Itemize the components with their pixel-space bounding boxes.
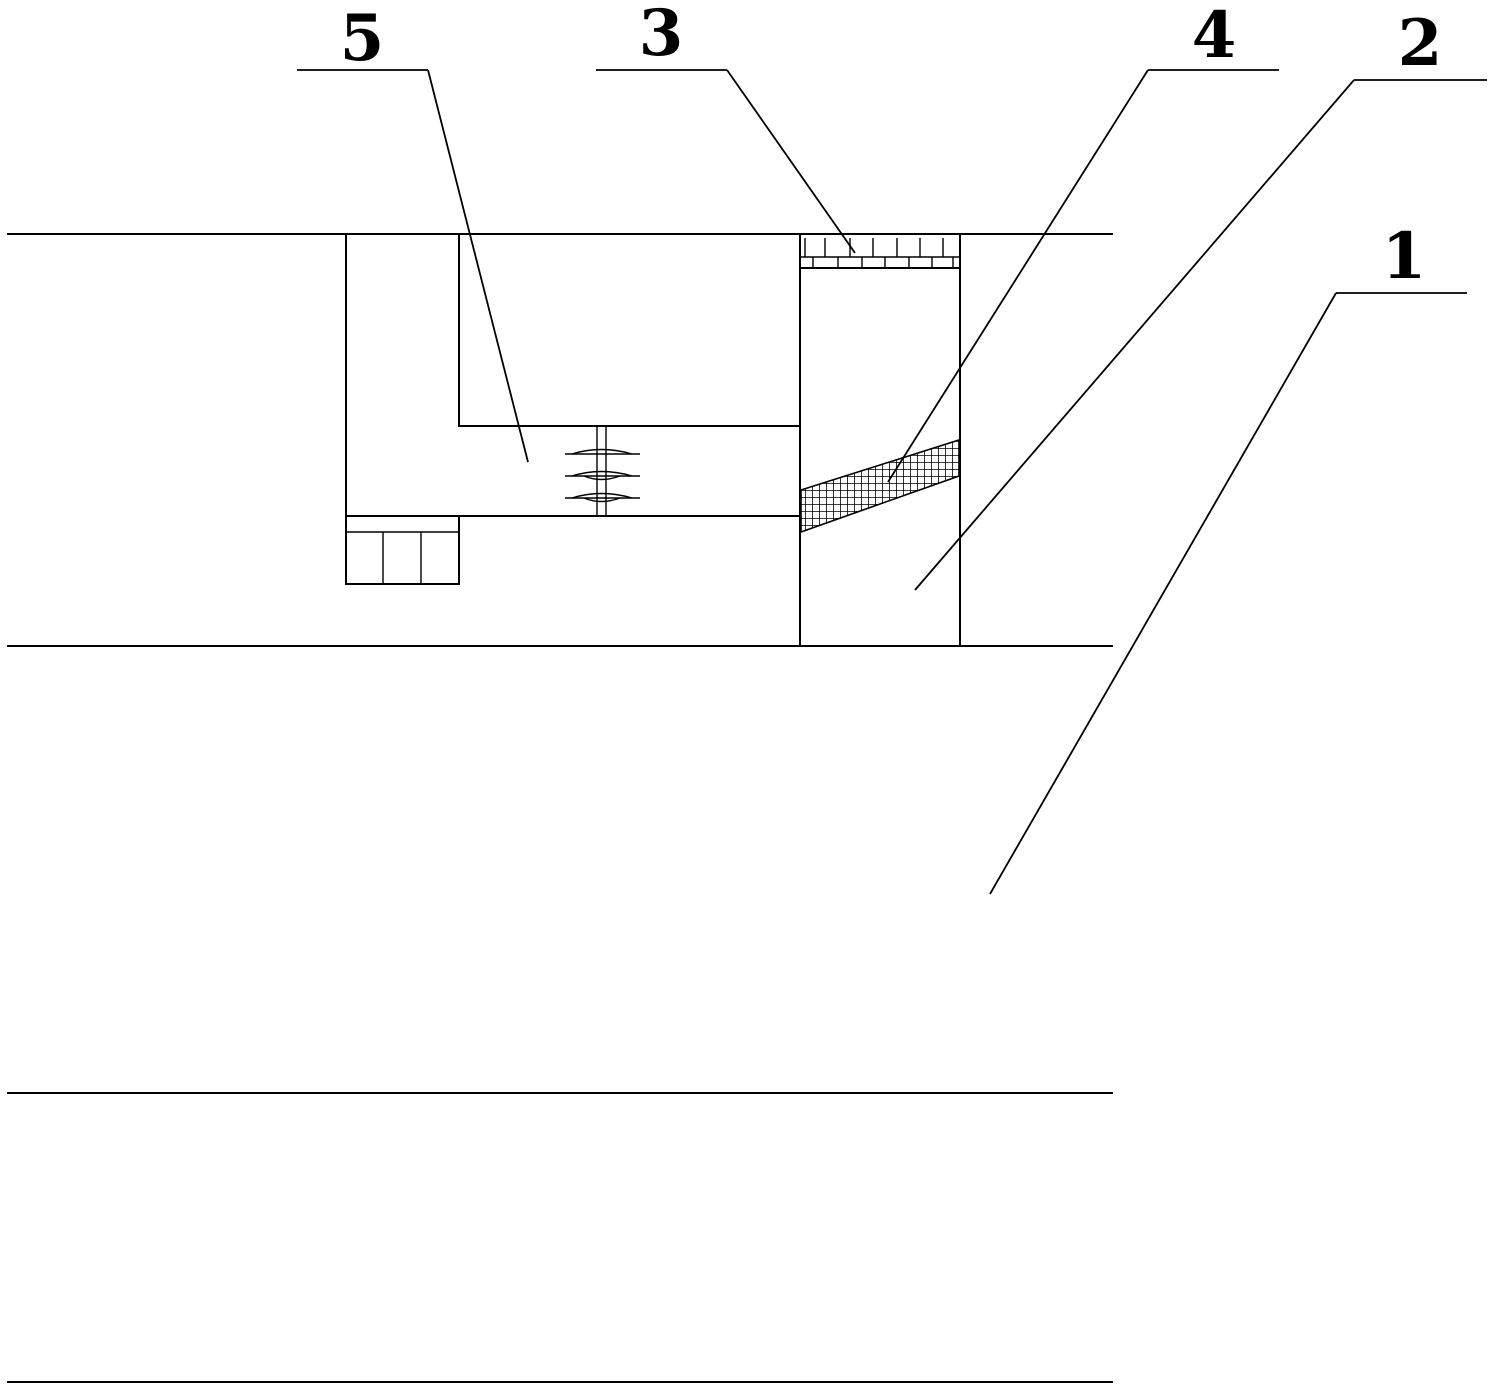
left-chamber (345, 233, 801, 585)
callout-label-3: 3 (639, 0, 684, 71)
callout-label-2: 2 (1398, 6, 1443, 81)
callout-label-1: 1 (1382, 219, 1427, 294)
callout-5-leader (297, 69, 529, 463)
callout-4-leader (887, 69, 1279, 483)
callout-leaders (297, 69, 1487, 895)
post-with-clips (565, 426, 640, 516)
callout-2-leader (914, 79, 1487, 591)
grate-cap (799, 233, 961, 269)
mesh-screen (800, 438, 960, 534)
callout-3-leader (596, 69, 856, 254)
three-cell-box (345, 515, 460, 585)
right-shaft (799, 233, 961, 647)
callout-label-4: 4 (1192, 0, 1237, 73)
callout-labels: 5 3 4 2 1 (340, 0, 1443, 294)
layer-lines (7, 233, 1113, 1383)
callout-label-5: 5 (340, 1, 385, 76)
callout-1-leader (989, 292, 1467, 895)
